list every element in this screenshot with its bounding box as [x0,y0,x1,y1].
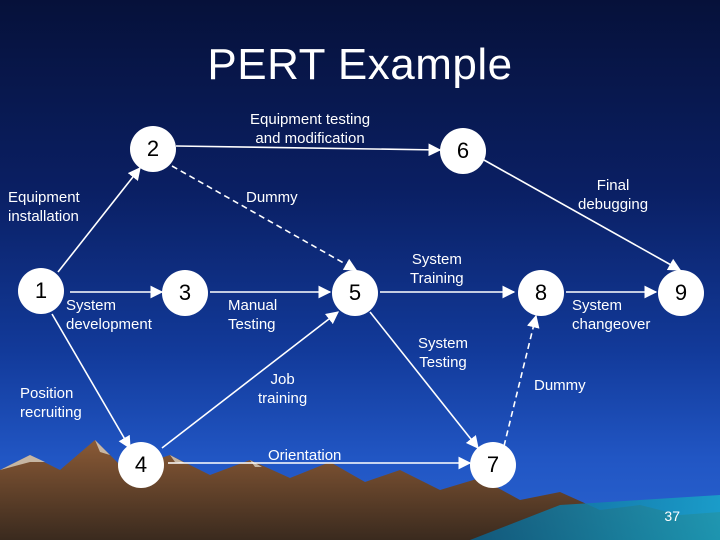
label-line: debugging [578,196,649,213]
label-line: System [411,251,462,268]
node-6: 6 [440,128,486,174]
label-system-changeover: System changeover [572,296,650,334]
label-dummy-bottom: Dummy [534,377,586,394]
label-line: System [418,335,469,352]
arrow-6-9 [483,159,682,271]
label-equipment-installation: Equipment installation [8,188,80,226]
label-line: Final [596,177,630,194]
page-title: PERT Example [207,40,513,89]
arrow-5-7 [369,311,479,450]
label-system-testing: System Testing [418,334,468,372]
node-8: 8 [518,270,564,316]
label-line: System [572,297,623,314]
arrow-1-4 [51,313,131,450]
label-orientation: Orientation [268,447,342,464]
mountain-illustration [0,440,720,540]
label-line: Job [270,371,295,388]
label-line: recruiting [20,404,82,421]
label-line: Equipment [8,189,80,206]
arrows [51,143,682,470]
label-manual-testing: Manual Testing [228,296,277,334]
label-dummy-top: Dummy [246,189,298,206]
label-line: Testing [228,316,276,333]
label-system-development: System development [66,296,152,334]
label-final-debugging: Final debugging [578,176,648,214]
label-line: Training [410,270,464,287]
label-line: Position [20,385,74,402]
label-position-recruiting: Position recruiting [20,384,82,422]
label-equipment-testing: Equipment testing and modification [250,110,370,148]
node-5: 5 [332,270,378,316]
label-line: System [66,297,117,314]
label-line: Manual [228,297,278,314]
label-line: installation [8,208,79,225]
node-7: 7 [470,442,516,488]
node-4: 4 [118,442,164,488]
label-job-training: Job training [258,370,307,408]
label-line: changeover [572,316,651,333]
page-number: 37 [664,508,680,524]
label-line: training [258,390,308,407]
label-line: and modification [255,130,365,147]
label-line: Equipment testing [250,111,371,128]
node-3: 3 [162,270,208,316]
arrow-7-8-dummy [503,314,540,447]
label-line: Testing [419,354,467,371]
arrow-2-5-dummy [171,165,358,271]
node-1: 1 [18,268,64,314]
node-2: 2 [130,126,176,172]
arrow-2-6 [175,143,442,157]
arrow-4-5 [161,311,340,449]
arrow-1-2 [57,166,141,273]
label-line: development [66,316,152,333]
node-9: 9 [658,270,704,316]
label-system-training: System Training [410,250,464,288]
